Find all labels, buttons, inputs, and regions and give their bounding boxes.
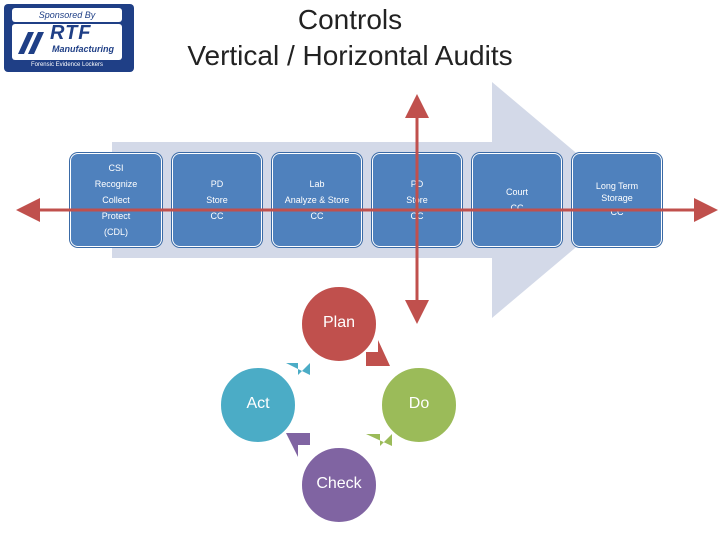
slide-title: Controls Vertical / Horizontal Audits <box>150 2 550 74</box>
box-label: Court <box>505 187 528 197</box>
box-label: CC <box>210 211 224 221</box>
box-label: Lab <box>309 179 325 189</box>
plan-to-do-arrow-icon <box>366 340 390 366</box>
title-line-1: Controls <box>297 4 403 35</box>
box-label: CSI <box>108 163 124 173</box>
act-to-plan-arrow-icon <box>286 363 310 375</box>
process-box-csi: CSI Recognize Collect Protect (CDL) <box>70 153 162 247</box>
cycle-do-label: Do <box>408 395 430 412</box>
process-box-court: Court CC <box>472 153 562 247</box>
box-label: CC <box>610 207 624 217</box>
do-to-check-arrow-icon <box>366 434 392 446</box>
cycle-plan-label: Plan <box>322 314 356 331</box>
logo-swoosh-icon <box>18 32 44 54</box>
process-box-lab: Lab Analyze & Store CC <box>272 153 362 247</box>
check-to-act-arrow-icon <box>286 433 310 457</box>
box-label: Long Term <box>595 181 639 191</box>
box-label: Collect <box>102 195 130 205</box>
logo-brand: RTF <box>50 22 92 44</box>
cycle-check-circle <box>300 446 378 524</box>
cycle-check-label: Check <box>316 475 362 492</box>
box-label: (CDL) <box>104 227 128 237</box>
cycle-do-circle <box>380 366 458 444</box>
sponsor-logo: Sponsored By RTF Manufacturing Forensic … <box>4 4 134 72</box>
cycle-plan-circle <box>300 285 378 363</box>
box-label: PD <box>210 179 224 189</box>
box-label: Protect <box>101 211 131 221</box>
cycle-act-circle <box>219 366 297 444</box>
box-label: Storage <box>601 193 633 203</box>
box-label: Store <box>206 195 228 205</box>
logo-tagline: Forensic Evidence Lockers <box>30 62 104 68</box>
cycle-act-label: Act <box>246 395 270 412</box>
process-box-pd-1: PD Store CC <box>172 153 262 247</box>
logo-brand-sub: Manufacturing <box>52 44 114 54</box>
process-box-long-term: Long Term Storage CC <box>572 153 662 247</box>
sponsor-text: Sponsored By <box>12 8 122 22</box>
box-label: CC <box>310 211 324 221</box>
box-label: Analyze & Store <box>284 195 350 205</box>
box-label: CC <box>510 203 524 213</box>
title-line-2: Vertical / Horizontal Audits <box>187 40 513 71</box>
box-label: Recognize <box>94 179 138 189</box>
